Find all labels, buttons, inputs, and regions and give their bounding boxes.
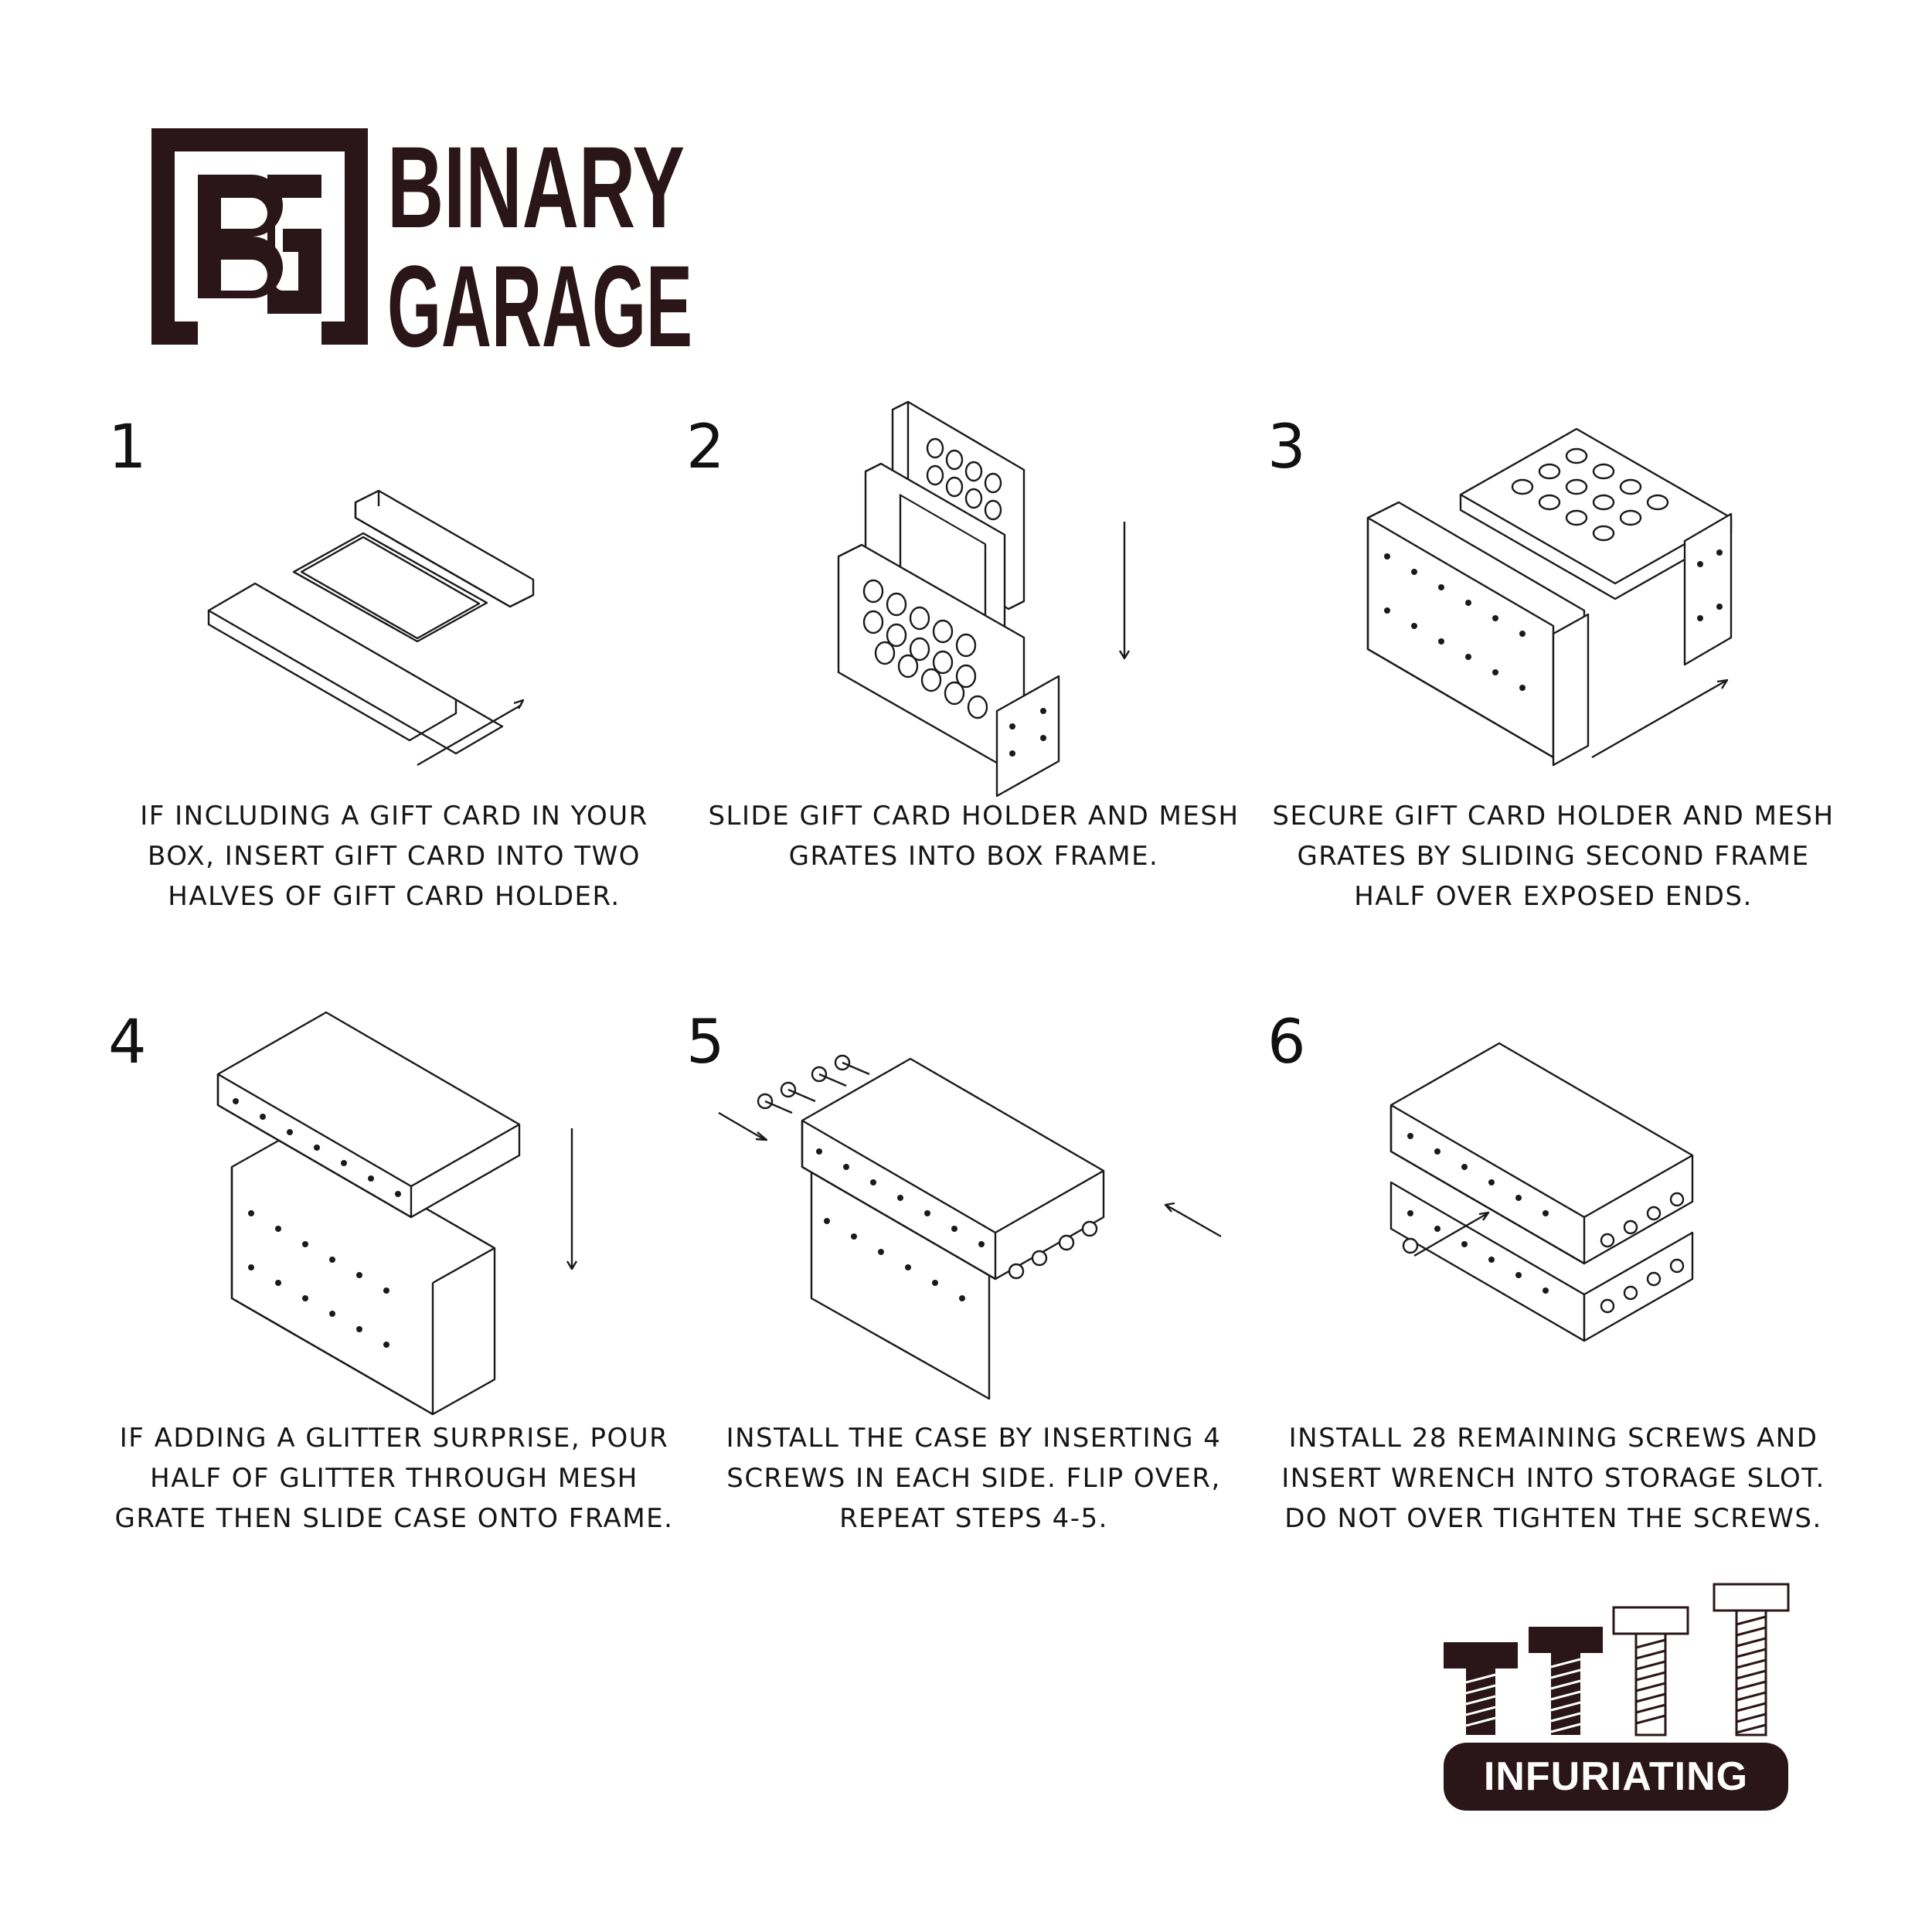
step-3-number: 3	[1267, 413, 1306, 482]
difficulty-screws	[1444, 1583, 1790, 1736]
brand-logo: BINARY GARAGE	[151, 122, 692, 371]
difficulty-rating	[1437, 1561, 1793, 1816]
step-6-illustration	[1383, 1042, 1731, 1368]
brand-line1: BINARY	[387, 128, 685, 252]
brand-line2: GARAGE	[387, 241, 692, 352]
screw-icon	[1713, 1583, 1790, 1736]
step-3-illustration	[1360, 425, 1770, 767]
screw-icon	[757, 1054, 870, 1114]
step-6-number: 6	[1267, 1008, 1306, 1077]
step-2-number: 2	[686, 413, 725, 482]
screw-icon	[1529, 1627, 1603, 1735]
screw-icon	[1402, 1192, 1685, 1314]
screw-icon	[1008, 1220, 1098, 1280]
screw-icon	[1444, 1642, 1518, 1735]
step-1-number: 1	[108, 413, 147, 482]
brand-logo-graphic: BINARY GARAGE	[151, 122, 692, 371]
step-2-caption: Slide gift card holder and mesh grates i…	[708, 801, 1240, 872]
screw-icon	[1612, 1606, 1689, 1736]
step-3-caption: Secure gift card holder and mesh grates …	[1272, 801, 1835, 912]
step-5-illustration	[711, 1043, 1236, 1400]
step-4-number: 4	[108, 1008, 147, 1077]
step-5-caption: Install the case by inserting 4 screws i…	[726, 1423, 1222, 1534]
step-4-caption: If adding a glitter surprise, pour half …	[114, 1423, 674, 1534]
step-2-illustration	[819, 400, 1151, 798]
step-1-caption: If including a gift card in your box, in…	[140, 801, 648, 912]
difficulty-badge: INFURIATING	[1444, 1743, 1788, 1811]
step-4-illustration	[209, 1011, 603, 1416]
step-6-caption: Install 28 remaining screws and insert w…	[1281, 1423, 1825, 1534]
step-5-number: 5	[686, 1008, 725, 1077]
step-1-illustration	[201, 487, 564, 767]
